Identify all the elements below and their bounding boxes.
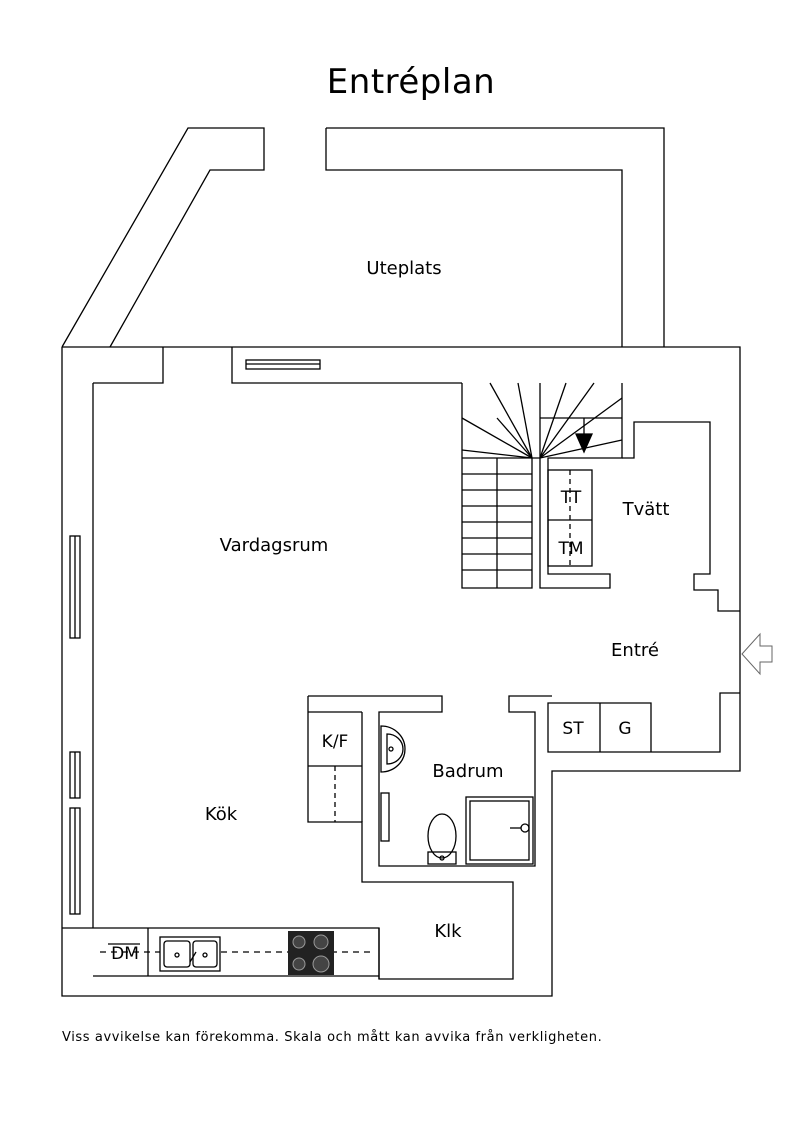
entrance-arrow-icon [741,632,773,676]
fixture-label-dishwasher: DM [111,944,139,964]
window-left-upper [69,535,81,639]
plan-title: Entréplan [326,62,496,102]
fixture-label-tumble-dryer: TT [560,488,582,508]
shower-icon [465,796,534,865]
room-label-vardagsrum: Vardagsrum [220,535,329,556]
room-label-badrum: Badrum [432,761,503,782]
window-left-middle [69,751,81,799]
stair-direction-arrow-icon [574,433,594,454]
disclaimer-text: Viss avvikelse kan förekomma. Skala och … [62,1030,603,1045]
room-label-kok: Kök [205,804,238,825]
room-label-uteplats: Uteplats [366,258,441,279]
room-label-entre: Entré [611,640,659,661]
patio-walls [61,127,665,348]
entry-closets [547,692,740,753]
room-label-klk: Klk [434,921,462,942]
exterior-walls [61,346,741,997]
fixture-label-fridge-freezer: K/F [322,732,349,752]
laundry-machines [547,469,593,567]
sink-icon [380,725,406,773]
toilet-icon [427,813,457,865]
kitchen-sink-icon [159,936,221,972]
window-top [245,359,321,370]
window-left-lower [69,807,81,915]
bathroom-radiator [380,792,390,842]
laundry-walls [622,421,740,612]
fixture-label-wardrobe: G [618,719,631,739]
fixture-label-storage: ST [562,719,584,739]
stove-icon [288,931,334,975]
fixture-label-washing-machine: TM [557,539,583,559]
room-label-tvatt: Tvätt [622,499,670,520]
bathroom-walls [307,695,552,980]
fridge-freezer [308,765,362,822]
staircase [461,382,623,589]
